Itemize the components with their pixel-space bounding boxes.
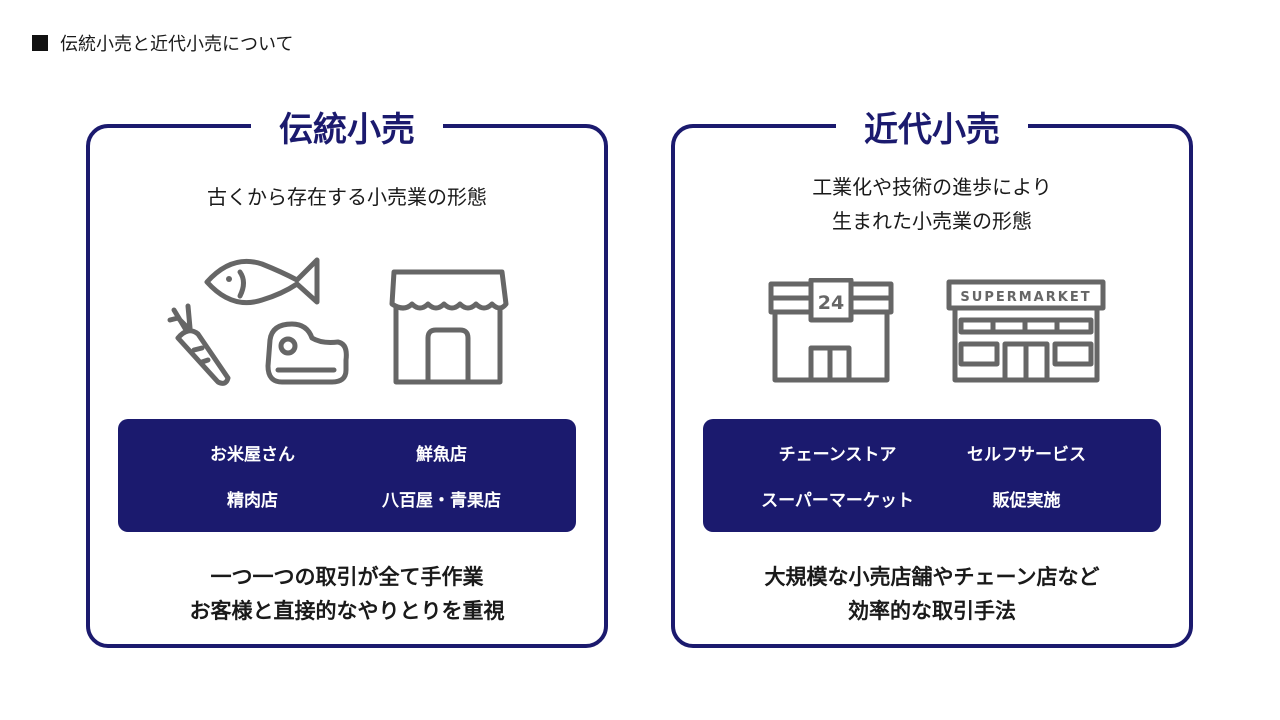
example-item: お米屋さん [210,444,295,465]
description-line: 大規模な小売店舗やチェーン店など [764,565,1100,589]
card-subtitle: 古くから存在する小売業の形態 [207,185,487,209]
subtitle-line: 生まれた小売業の形態 [832,209,1032,233]
traditional-retail-card: 伝統小売 古くから存在する小売業の形態 お米屋さん 鮮魚店 精肉店 八百屋・青果… [86,102,608,648]
supermarket-label: SUPERMARKET [960,290,1091,305]
store-24-label: 24 [818,292,844,314]
example-item: 販促実施 [992,491,1061,512]
description-line: お客様と直接的なやりとりを重視 [189,599,505,623]
section-title: 伝統小売と近代小売について [60,34,294,55]
example-item: セルフサービス [967,444,1086,465]
shop-icon [389,269,509,385]
example-item: 八百屋・青果店 [382,491,501,512]
convenience-store-icon: 24 [768,278,894,383]
description-line: 効率的な取引手法 [848,599,1016,623]
example-item: チェーンストア [778,444,897,465]
card-description: 大規模な小売店舗やチェーン店など 効率的な取引手法 [675,560,1189,628]
card-title: 伝統小売 [251,102,443,151]
carrot-icon [167,303,231,386]
card-description: 一つ一つの取引が全て手作業 お客様と直接的なやりとりを重視 [90,560,604,628]
square-bullet-icon [32,35,48,51]
card-subtitle: 工業化や技術の進歩により 生まれた小売業の形態 [675,170,1189,238]
examples-panel: チェーンストア セルフサービス スーパーマーケット 販促実施 [703,419,1161,532]
example-item: スーパーマーケット [761,491,914,512]
description-line: 一つ一つの取引が全て手作業 [210,565,484,589]
example-item: 精肉店 [227,491,278,512]
subtitle-line: 工業化や技術の進歩により [812,175,1052,199]
modern-retail-card: 近代小売 工業化や技術の進歩により 生まれた小売業の形態 24 SUPERMAR… [671,102,1193,648]
example-item: 鮮魚店 [416,444,467,465]
section-header: 伝統小売と近代小売について [32,30,293,56]
fish-icon [204,257,320,306]
meat-icon [265,321,349,385]
supermarket-icon: SUPERMARKET [946,279,1106,383]
card-title: 近代小売 [836,102,1028,151]
examples-panel: お米屋さん 鮮魚店 精肉店 八百屋・青果店 [118,419,576,532]
